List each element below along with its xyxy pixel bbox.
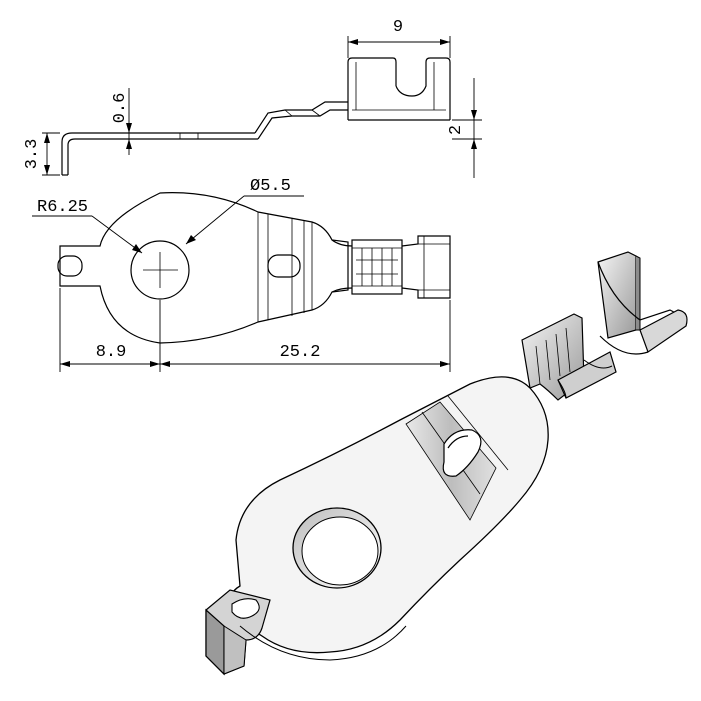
dimension-hole-diameter: Ø5.5 [185, 177, 304, 245]
dimension-label: 25.2 [280, 343, 321, 362]
dimension-label: 2 [447, 125, 466, 135]
dimension-label: 0.6 [111, 93, 130, 124]
dimension-label: Ø5.5 [250, 177, 291, 196]
dimension-ring-radius: R6.25 [32, 198, 143, 254]
ring-hole [130, 240, 190, 300]
dimension-ring-to-center: 8.9 [59, 288, 161, 372]
barrel-right-wing [639, 309, 688, 353]
dimension-label: 9 [393, 18, 403, 37]
barrel-back-wall [597, 251, 637, 339]
top-view [57, 192, 451, 344]
dimension-label: 3.3 [23, 139, 42, 170]
dimension-side-height: 3.3 [23, 132, 60, 176]
dimension-label: 8.9 [96, 343, 127, 362]
isometric-view [205, 251, 688, 676]
dimension-top-width: 9 [347, 18, 451, 58]
dimension-barrel-height: 2 [447, 78, 482, 178]
dimension-label: R6.25 [37, 198, 88, 217]
dimension-center-to-end: 25.2 [160, 300, 451, 372]
tongue-body [227, 376, 549, 654]
dimension-step-thickness: 0.6 [111, 88, 180, 155]
